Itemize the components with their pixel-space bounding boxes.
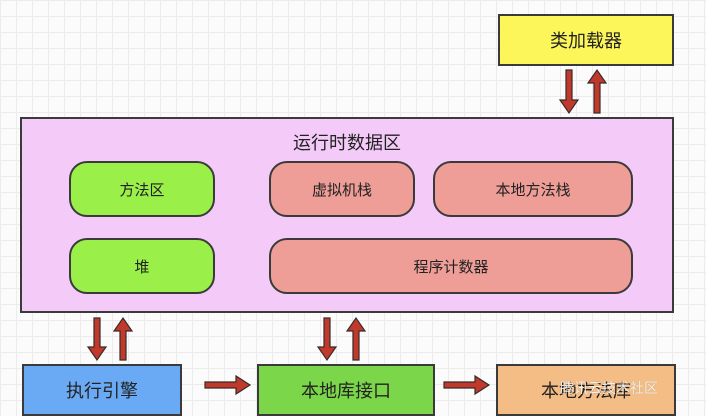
native-interface-label: 本地库接口 <box>301 381 391 402</box>
arrow-down-runtime-to-engine <box>86 317 108 362</box>
method-area: 方法区 <box>69 161 215 217</box>
runtime-data-area-title: 运行时数据区 <box>293 133 401 154</box>
arrow-down-class-loader-to-runtime <box>558 69 580 115</box>
execution-engine-label: 执行引擎 <box>66 381 138 402</box>
program-counter: 程序计数器 <box>269 238 633 294</box>
vm-stack-label: 虚拟机栈 <box>311 180 372 199</box>
arrow-down-runtime-to-interface <box>316 317 338 362</box>
method-area-label: 方法区 <box>119 180 165 199</box>
watermark: 腾讯云技术社区 <box>560 381 658 397</box>
heap-label: 堆 <box>134 257 150 276</box>
connector-arrows <box>86 68 608 396</box>
runtime-data-area: 运行时数据区 方法区 虚拟机栈 本地方法栈 堆 程序计数器 <box>20 117 674 313</box>
arrow-up-interface-to-runtime <box>345 316 367 361</box>
heap: 堆 <box>69 238 215 294</box>
class-loader-box: 类加载器 <box>498 14 674 66</box>
program-counter-label: 程序计数器 <box>413 257 489 276</box>
native-method-stack-label: 本地方法栈 <box>495 180 571 199</box>
arrow-up-engine-to-runtime <box>112 316 134 361</box>
arrow-right-interface-to-library <box>443 374 491 396</box>
native-method-stack: 本地方法栈 <box>433 161 633 217</box>
arrow-right-engine-to-interface <box>204 374 252 396</box>
native-library-label: 本地方法库 <box>541 381 631 402</box>
vm-stack: 虚拟机栈 <box>269 161 415 217</box>
class-loader-label: 类加载器 <box>550 31 622 52</box>
arrow-up-runtime-to-class-loader <box>586 68 608 114</box>
